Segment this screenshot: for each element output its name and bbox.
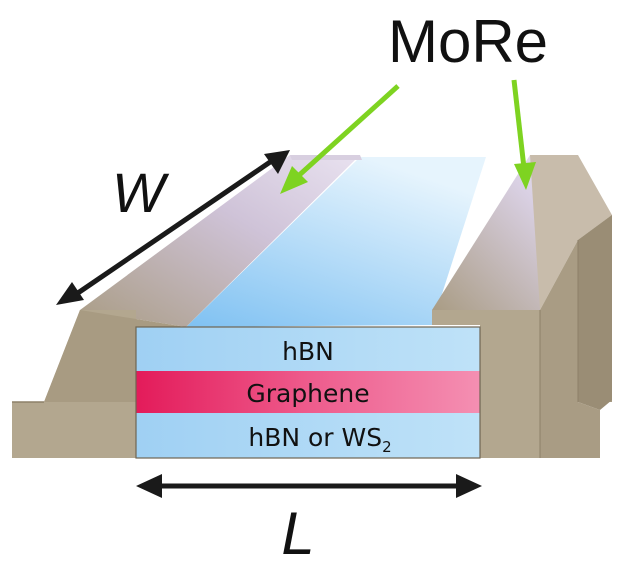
layer-label-hbn-bottom-main: hBN or WS [248,423,382,452]
layer-hbn-top [136,327,480,371]
layer-graphene [136,371,480,413]
layer-hbn-bottom [136,413,480,458]
layer-label-hbn-top: hBN [282,337,334,366]
right-contact [432,155,612,458]
channel-surface [186,157,486,327]
more-label: MoRe [388,8,548,75]
layer-stack: hBN Graphene hBN or WS2 [135,326,481,459]
layer-label-graphene: Graphene [246,379,369,408]
length-dimension-arrow [136,474,482,498]
layer-label-subscript: 2 [382,438,392,456]
left-contact [12,155,362,458]
pointer-arrow-right [511,79,536,190]
width-label: W [112,161,170,224]
width-dimension-arrow [56,150,290,305]
pointer-arrow-left [280,84,400,194]
length-label: L [281,500,314,563]
layer-label-hbn-bottom: hBN or WS2 [248,423,391,456]
